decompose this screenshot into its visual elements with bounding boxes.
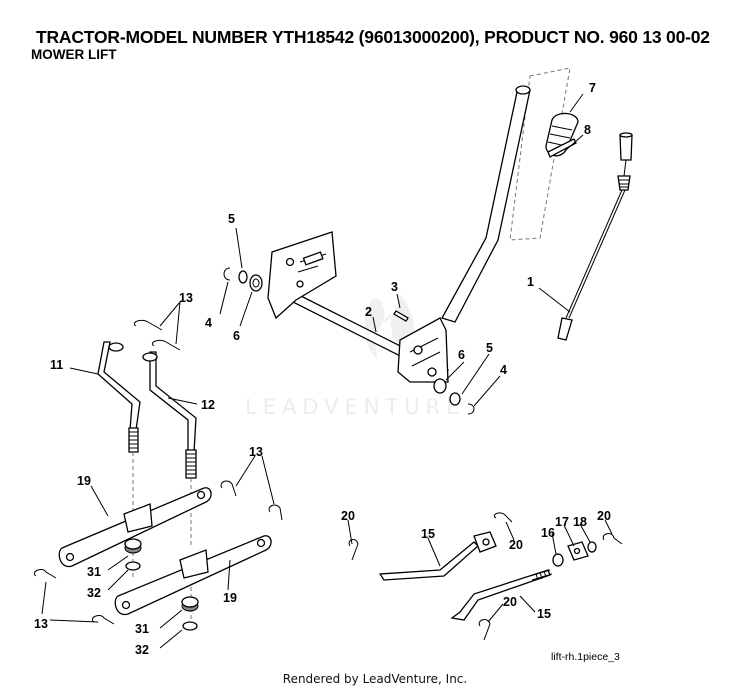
- callout-labels: 7 8 1 2 3 5 4 6 6 5 4 13 11 12 13 19 31 …: [34, 81, 611, 657]
- part-6-bushing-right: [433, 378, 447, 394]
- callout-6-right: 6: [458, 348, 465, 362]
- part-3-roll-pin: [393, 310, 409, 322]
- part-4-clip-left: [223, 267, 231, 281]
- callout-32-upper: 32: [87, 586, 101, 600]
- callout-6-left: 6: [233, 329, 240, 343]
- callout-5-left: 5: [228, 212, 235, 226]
- callout-20-c: 20: [597, 509, 611, 523]
- part-2-lift-lever: [267, 85, 531, 383]
- part-8-pin: [547, 138, 577, 158]
- callout-20-d: 20: [503, 595, 517, 609]
- part-5-washer-left: [238, 270, 248, 284]
- callout-15-lower: 15: [537, 607, 551, 621]
- part-19-lift-arm-lower: [114, 535, 272, 616]
- part-1-lift-rod: [557, 132, 633, 341]
- part-15-rod-lower: [450, 569, 553, 621]
- part-20-clip-set: [348, 512, 623, 641]
- part-7-handle-grip: [509, 67, 579, 241]
- part-13-hairpin-upper: [134, 319, 181, 351]
- part-19-lift-arm-upper: [58, 487, 212, 568]
- callout-31-lower: 31: [135, 622, 149, 636]
- callout-7: 7: [589, 81, 596, 95]
- callout-15-upper: 15: [421, 527, 435, 541]
- callout-5-right: 5: [486, 341, 493, 355]
- callout-12: 12: [201, 398, 215, 412]
- callout-18: 18: [573, 515, 587, 529]
- part-32-washer-upper: [125, 561, 141, 571]
- callout-4-right: 4: [500, 363, 507, 377]
- part-5-washer-right: [449, 392, 461, 406]
- part-6-bushing-left: [249, 274, 263, 292]
- callout-19-upper: 19: [77, 474, 91, 488]
- callout-3: 3: [391, 280, 398, 294]
- part-4-clip-right: [467, 403, 475, 415]
- part-13-hairpin-lower: [33, 569, 115, 625]
- callout-8: 8: [584, 123, 591, 137]
- callout-20-a: 20: [341, 509, 355, 523]
- watermark-text: LEADVENTURE: [245, 395, 466, 419]
- diagram-title: TRACTOR-MODEL NUMBER YTH18542 (960130002…: [36, 27, 710, 47]
- part-31-nut-upper: [124, 538, 142, 554]
- callout-13-upper: 13: [179, 291, 193, 305]
- callout-13-lower: 13: [34, 617, 48, 631]
- callout-32-lower: 32: [135, 643, 149, 657]
- part-31-nut-lower: [181, 596, 199, 612]
- callout-17: 17: [555, 515, 569, 529]
- callout-2: 2: [365, 305, 372, 319]
- callout-4-left: 4: [205, 316, 212, 330]
- image-reference: lift-rh.1piece_3: [551, 651, 620, 663]
- part-18-bushing: [587, 541, 597, 553]
- callout-leaders: [41, 93, 613, 649]
- part-15-rod-upper: [378, 531, 497, 581]
- callout-20-b: 20: [509, 538, 523, 552]
- footer-credit: Rendered by LeadVenture, Inc.: [282, 672, 468, 686]
- callout-19-lower: 19: [223, 591, 237, 605]
- callout-31-upper: 31: [87, 565, 101, 579]
- part-32-washer-lower: [182, 621, 198, 631]
- part-17-trunnion: [567, 541, 589, 561]
- callout-13-middle: 13: [249, 445, 263, 459]
- callout-1: 1: [527, 275, 534, 289]
- part-16-nut: [552, 553, 564, 567]
- diagram-subtitle: MOWER LIFT: [31, 47, 117, 62]
- part-13-hairpin-middle: [220, 480, 283, 521]
- callout-11: 11: [50, 358, 63, 372]
- callout-16: 16: [541, 526, 555, 540]
- part-12-lift-link: [142, 351, 197, 620]
